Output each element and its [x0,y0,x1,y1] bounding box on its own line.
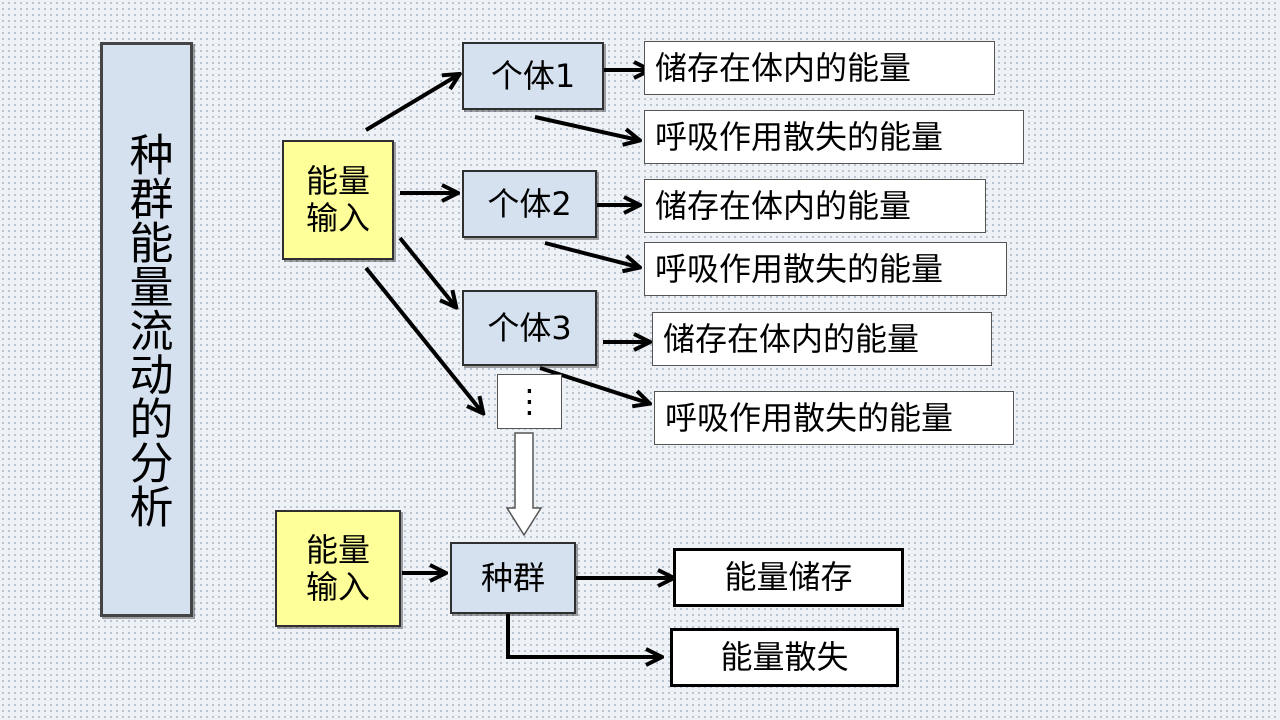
ind2-stored-label: 储存在体内的能量 [655,186,912,225]
individual-1-label: 个体1 [490,56,576,95]
individual-3-label: 个体3 [487,308,572,347]
energy-loss-label: 能量散失 [720,638,849,677]
arrow-ind2-lost [544,241,638,267]
energy-input-line1: 能量 [305,162,370,201]
arrow-input-to-individual3 [398,236,455,306]
energy-input-line2: 输入 [305,199,370,237]
more-individuals-box: ⋮ [497,374,562,429]
energy-storage-label: 能量储存 [724,558,853,597]
population-energy-input-line2: 输入 [305,567,370,606]
individual-3-box: 个体3 [462,290,597,366]
ind2-lost-label: 呼吸作用散失的能量 [655,249,944,288]
ind3-lost-label: 呼吸作用散失的能量 [665,398,954,437]
population-energy-input-line1: 能量 [305,530,370,569]
arrow-input-to-individual1 [364,75,458,132]
ind3-stored-label: 储存在体内的能量 [663,319,920,358]
ind1-lost-box: 呼吸作用散失的能量 [644,110,1024,164]
population-energy-input-box: 能量 输入 [275,510,401,627]
ind1-stored-label: 储存在体内的能量 [655,48,912,87]
ind2-stored-box: 储存在体内的能量 [644,179,986,233]
ind2-lost-box: 呼吸作用散失的能量 [644,242,1007,296]
ind3-lost-box: 呼吸作用散失的能量 [654,391,1014,445]
diagram-title-text: 种群能量流动的分析 [121,131,173,528]
ind1-stored-box: 储存在体内的能量 [644,41,995,95]
energy-input-box: 能量 输入 [282,140,394,260]
energy-loss-box: 能量散失 [670,628,899,687]
arrow-population-loss [506,614,660,657]
population-label: 种群 [480,558,545,597]
arrow-input-to-more [364,266,482,412]
arrow-ind1-lost [534,115,638,140]
diagram-title: 种群能量流动的分析 [100,42,193,617]
ind3-stored-box: 储存在体内的能量 [652,312,992,366]
energy-storage-box: 能量储存 [673,548,904,607]
population-box: 种群 [450,542,576,614]
individual-2-label: 个体2 [487,184,572,223]
arrow-ind3-lost [539,366,648,403]
ind1-lost-label: 呼吸作用散失的能量 [655,117,944,156]
individual-1-box: 个体1 [462,42,604,110]
summary-hollow-arrow [505,432,543,537]
individual-2-box: 个体2 [462,170,597,238]
more-individuals-label: ⋮ [513,382,546,421]
